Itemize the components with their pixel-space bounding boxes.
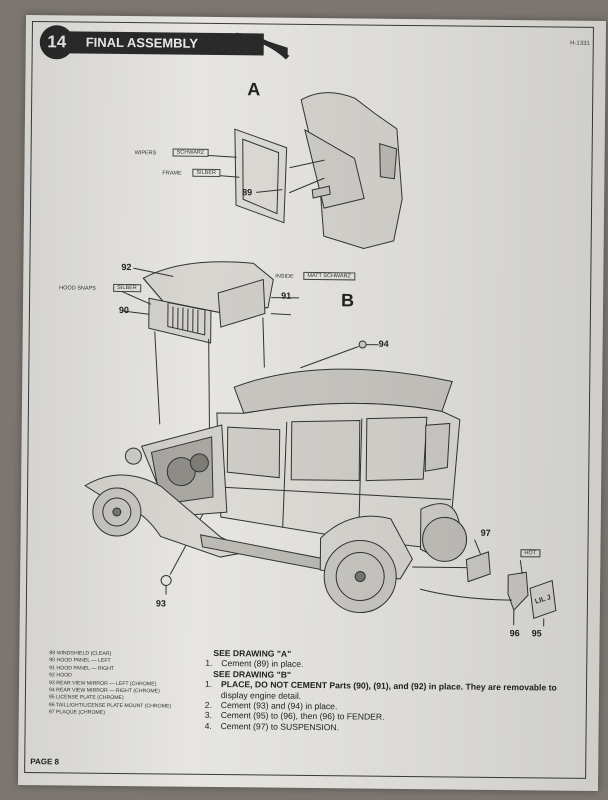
hood-snaps-color-callout: SILBER bbox=[113, 283, 141, 293]
part-89-callout: 89 bbox=[242, 187, 253, 198]
wipers-callout: WIPERS bbox=[134, 150, 157, 157]
instruction-b4: Cement (97) to SUSPENSION. bbox=[220, 720, 340, 733]
part-91-callout: 91 bbox=[281, 290, 292, 301]
parts-legend: 89 WINDSHIELD (CLEAR) 90 HOOD PANEL — LE… bbox=[49, 650, 172, 718]
frame-color-callout: SILBER bbox=[192, 168, 221, 178]
drawing-b-label: B bbox=[340, 290, 355, 311]
part-97-callout: 97 bbox=[480, 527, 491, 538]
drawing-a-label: A bbox=[247, 79, 261, 100]
part-96-callout: 96 bbox=[509, 628, 520, 639]
inside-callout: INSIDE bbox=[275, 273, 294, 280]
instruction-a1: Cement (89) in place. bbox=[221, 658, 304, 670]
car-body bbox=[84, 368, 468, 614]
frame-callout: FRAME bbox=[162, 170, 182, 177]
page-number: PAGE 8 bbox=[30, 757, 60, 767]
part-93-callout: 93 bbox=[155, 598, 166, 609]
legend-item: 97 PLAQUE (CHROME) bbox=[48, 709, 105, 717]
part-90-callout: 90 bbox=[118, 304, 130, 316]
instruction-sheet: FINAL ASSEMBLY 14 H-1331 bbox=[17, 14, 607, 792]
part-95-callout: 95 bbox=[531, 628, 542, 639]
assembly-illustration bbox=[84, 32, 557, 627]
assembly-instructions: SEE DRAWING "A" 1.Cement (89) in place. … bbox=[205, 648, 586, 735]
wipers-color-callout: SCHWARZ bbox=[172, 148, 209, 157]
drawing-b-hood bbox=[142, 261, 274, 344]
drawing-a-body bbox=[234, 92, 403, 250]
part-94-callout: 94 bbox=[378, 338, 389, 349]
hood-snaps-callout: HOOD SNAPS bbox=[59, 285, 96, 292]
part-92-callout: 92 bbox=[121, 261, 132, 273]
hot-tag: HOT bbox=[520, 549, 541, 558]
inside-color-callout: MATT SCHWARZ bbox=[303, 271, 355, 281]
